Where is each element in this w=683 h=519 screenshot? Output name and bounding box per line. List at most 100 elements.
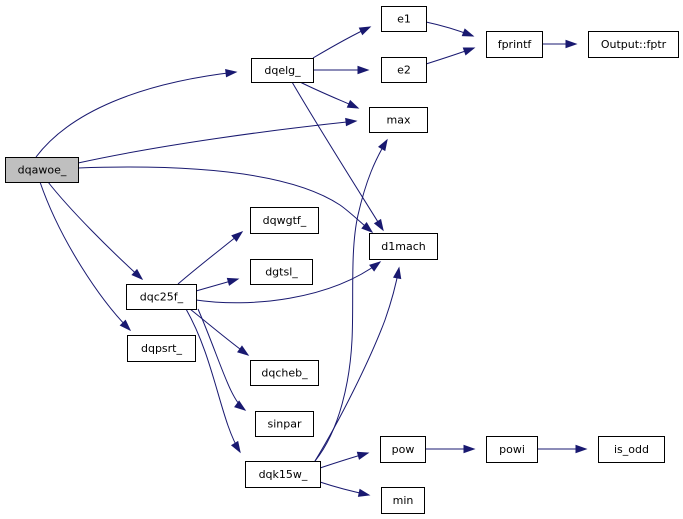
node-powi[interactable]: powi	[486, 436, 538, 463]
edge-arrowhead	[565, 39, 578, 49]
edge-arrowhead	[461, 28, 475, 37]
node-box[interactable]	[598, 436, 665, 463]
edge-line	[189, 308, 249, 356]
edge-arrowhead	[369, 261, 382, 272]
edge-line	[39, 181, 131, 331]
edge-line	[185, 308, 241, 453]
node-label: is_odd	[614, 443, 649, 456]
node-box[interactable]	[369, 233, 438, 260]
edge-dqawoe-to-d1mach	[77, 166, 374, 233]
node-box[interactable]	[486, 31, 543, 58]
node-box[interactable]	[126, 284, 197, 310]
node-label: dqcheb_	[261, 367, 308, 380]
edge-dqelg-to-e1	[312, 26, 372, 59]
node-output-fptr[interactable]: Output::fptr	[588, 31, 679, 58]
edge-arrowhead	[357, 488, 371, 497]
node-label: dgtsl_	[265, 266, 298, 279]
node-label: dqpsrt_	[141, 342, 183, 355]
edge-dqelg-to-d1mach	[291, 81, 384, 232]
node-d1mach[interactable]: d1mach	[369, 233, 438, 260]
edge-dqk15w-to-max	[314, 138, 388, 462]
node-label: pow	[392, 443, 415, 456]
node-box[interactable]	[381, 6, 427, 32]
edge-dqawoe-to-dqpsrt	[39, 181, 132, 332]
node-dqelg[interactable]: dqelg_	[251, 58, 314, 83]
edge-dqawoe-to-dqc25f	[47, 181, 144, 281]
edge-arrowhead	[346, 99, 360, 109]
edge-dqelg-to-max	[299, 81, 360, 109]
edge-arrowhead	[393, 266, 402, 280]
edge-e2-to-fprintf	[425, 47, 476, 65]
node-label: dqelg_	[264, 64, 301, 77]
node-is-odd[interactable]: is_odd	[598, 436, 665, 463]
edge-arrowhead	[237, 345, 250, 356]
edge-dqc25f-to-d1mach	[195, 261, 382, 304]
edge-arrowhead	[345, 117, 358, 127]
node-box[interactable]	[255, 411, 314, 437]
node-label: min	[393, 494, 414, 507]
edge-dqc25f-to-dqcheb	[189, 308, 250, 356]
node-box[interactable]	[588, 31, 679, 58]
edge-dqc25f-to-sinpar	[197, 308, 247, 411]
node-e2[interactable]: e2	[381, 57, 427, 83]
node-box[interactable]	[5, 157, 79, 183]
node-label: max	[387, 114, 411, 127]
edge-line	[291, 81, 384, 231]
node-box[interactable]	[250, 207, 319, 234]
edge-arrowhead	[462, 47, 476, 56]
node-dqc25f[interactable]: dqc25f_	[126, 284, 197, 310]
node-dqk15w[interactable]: dqk15w_	[245, 461, 321, 488]
edge-dqk15w-to-d1mach	[314, 266, 402, 462]
node-label: dqc25f_	[140, 291, 184, 304]
edge-arrowhead	[575, 444, 588, 454]
edge-arrowhead	[373, 218, 384, 232]
edge-arrowhead	[234, 400, 247, 411]
edge-dqawoe-to-dqelg	[35, 69, 238, 158]
node-pow[interactable]: pow	[380, 436, 426, 463]
node-label: Output::fptr	[601, 38, 667, 51]
node-max[interactable]: max	[369, 107, 428, 133]
node-label: dqawoe_	[18, 164, 67, 177]
node-label: sinpar	[267, 418, 301, 431]
node-box[interactable]	[381, 57, 427, 83]
node-label: d1mach	[381, 240, 425, 253]
node-fprintf[interactable]: fprintf	[486, 31, 543, 58]
node-box[interactable]	[381, 487, 425, 514]
node-box[interactable]	[486, 436, 538, 463]
edge-line	[47, 181, 143, 280]
node-sinpar[interactable]: sinpar	[255, 411, 314, 437]
node-label: powi	[499, 443, 525, 456]
edge-arrowhead	[119, 319, 132, 332]
node-label: e2	[397, 64, 411, 77]
node-dqpsrt[interactable]: dqpsrt_	[127, 335, 196, 362]
edge-dqelg-to-e2	[313, 65, 370, 75]
edge-arrowhead	[361, 222, 374, 233]
node-dgtsl[interactable]: dgtsl_	[250, 259, 313, 285]
edge-line	[314, 139, 388, 462]
edge-arrowhead	[358, 26, 372, 36]
node-box[interactable]	[369, 107, 428, 133]
node-box[interactable]	[245, 461, 321, 488]
node-box[interactable]	[250, 360, 319, 386]
node-min[interactable]: min	[381, 487, 425, 514]
edge-pow-to-powi	[425, 444, 476, 454]
node-box[interactable]	[251, 58, 314, 83]
edge-arrowhead	[231, 231, 244, 242]
edge-dqk15w-to-pow	[319, 451, 370, 469]
edge-arrowhead	[356, 451, 370, 460]
edge-line	[314, 267, 400, 462]
node-dqcheb[interactable]: dqcheb_	[250, 360, 319, 386]
edge-arrowhead	[463, 444, 476, 454]
node-dqwgtf[interactable]: dqwgtf_	[250, 207, 319, 234]
node-box[interactable]	[250, 259, 313, 285]
node-dqawoe[interactable]: dqawoe_	[5, 157, 79, 183]
edge-dqawoe-to-max	[77, 117, 358, 164]
edge-e1-to-fprintf	[425, 21, 475, 37]
node-box[interactable]	[380, 436, 426, 463]
node-box[interactable]	[127, 335, 196, 362]
node-e1[interactable]: e1	[381, 6, 427, 32]
edge-dqc25f-to-dqk15w	[185, 308, 241, 454]
edge-line	[197, 308, 246, 411]
